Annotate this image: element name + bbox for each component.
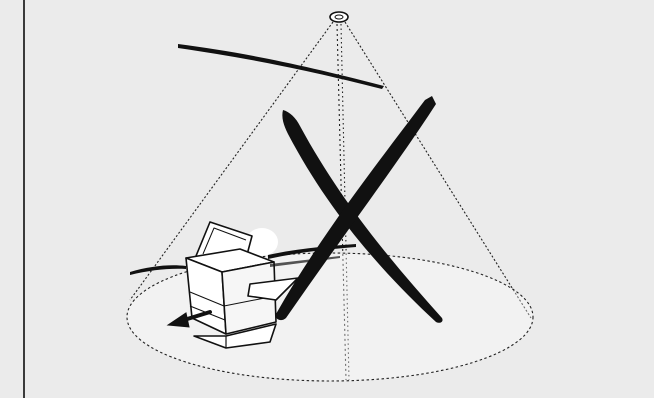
ceiling-light-icon: [329, 11, 349, 23]
copier-machine-icon: [185, 221, 299, 349]
move-arrow-icon: [166, 310, 212, 328]
cross-out-mark: [275, 96, 443, 323]
left-margin-rule: [23, 0, 25, 398]
ceiling-beam-stroke: [178, 44, 384, 89]
